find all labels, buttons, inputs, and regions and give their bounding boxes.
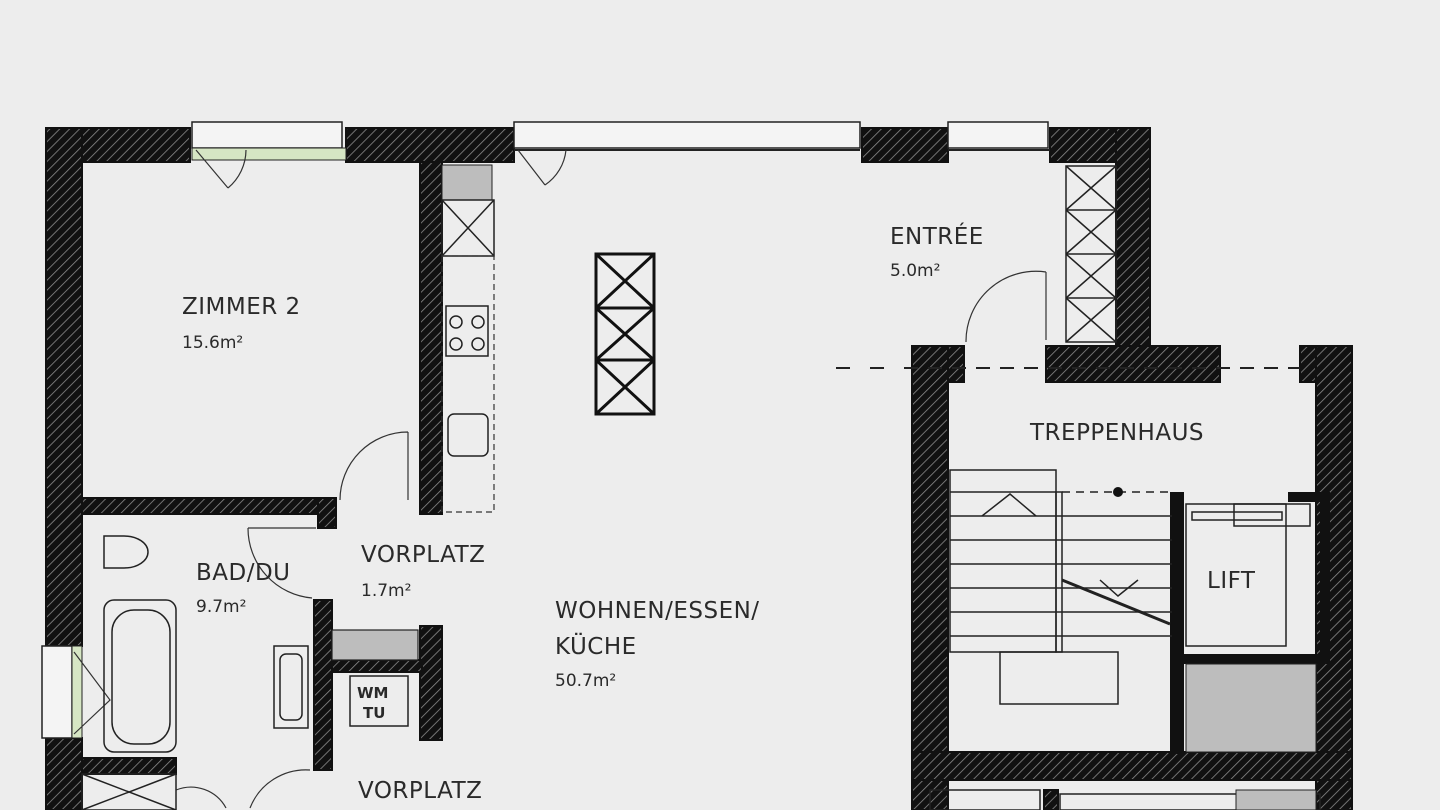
room-name-vorplatz-2: VORPLATZ <box>358 778 482 804</box>
lift <box>1185 503 1317 753</box>
room-name-vorplatz-1: VORPLATZ <box>361 542 485 568</box>
room-area-wohnen: 50.7m² <box>555 671 616 691</box>
room-name-wohnen-line2: KÜCHE <box>555 632 637 660</box>
room-area-entree: 5.0m² <box>890 261 940 281</box>
bathroom-fixtures <box>81 535 419 810</box>
walls <box>45 127 1353 810</box>
wm-label: WM <box>357 684 388 702</box>
room-area-bad: 9.7m² <box>196 597 246 617</box>
room-name-lift: LIFT <box>1207 568 1256 594</box>
room-name-bad: BAD/DU <box>196 560 291 586</box>
door-swings <box>73 149 1047 809</box>
windows <box>41 121 1050 739</box>
staircase <box>949 469 1172 705</box>
room-name-entree: ENTRÉE <box>890 222 984 250</box>
room-area-vorplatz-1: 1.7m² <box>361 581 411 601</box>
wardrobe <box>1065 165 1117 343</box>
room-area-zimmer2: 15.6m² <box>182 333 243 353</box>
kitchen <box>441 164 656 513</box>
lower-elements <box>929 789 1321 810</box>
room-name-wohnen-line1: WOHNEN/ESSEN/ <box>555 598 760 624</box>
room-name-zimmer2: ZIMMER 2 <box>182 294 301 320</box>
tu-label: TU <box>363 704 385 722</box>
room-name-treppenhaus: TREPPENHAUS <box>1029 420 1204 446</box>
